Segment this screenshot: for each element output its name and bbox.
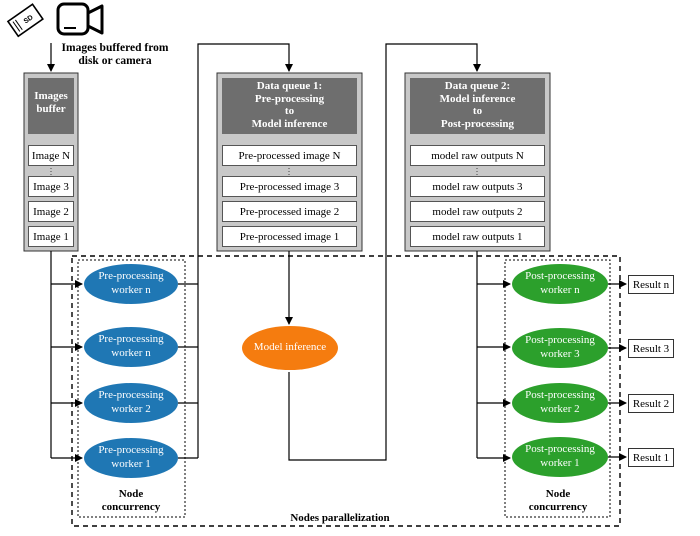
queue2-title-line: to bbox=[472, 105, 483, 118]
queue1-title-line: Model inference bbox=[251, 117, 328, 130]
queue2-slot: model raw outputs 3 bbox=[410, 176, 545, 197]
queue1-slot: Pre-processed image 2 bbox=[222, 201, 357, 222]
queue1-slot: Pre-processed image N bbox=[222, 145, 357, 166]
nodes-parallelization-box bbox=[71, 255, 621, 527]
worker-label: Post-processing bbox=[525, 334, 595, 347]
worker-label: worker 2 bbox=[111, 403, 151, 415]
result-box: Result 3 bbox=[628, 339, 674, 358]
worker-label: worker 3 bbox=[540, 348, 580, 360]
queue1-slot: Pre-processed image 1 bbox=[222, 226, 357, 247]
queue1-title-line: Data queue 1: bbox=[256, 80, 323, 92]
result-box: Result 2 bbox=[628, 394, 674, 413]
queue2-title-line: Model inference bbox=[439, 92, 516, 105]
images-buffer-slot: Image 1 bbox=[28, 226, 74, 247]
node-concurrency-label-right: Node concurrency bbox=[528, 488, 588, 513]
node-concurrency-label-left: Node concurrency bbox=[101, 488, 161, 513]
worker-label: worker 1 bbox=[111, 458, 151, 470]
worker-label: Post-processing bbox=[525, 270, 595, 283]
queue2-slot: model raw outputs 2 bbox=[410, 201, 545, 222]
result-box: Result 1 bbox=[628, 448, 674, 467]
queue2-title-line: Post-processing bbox=[440, 117, 515, 130]
queue2-header bbox=[410, 78, 545, 134]
images-buffer-slot: Image 2 bbox=[28, 201, 74, 222]
worker-label: Pre-processing bbox=[98, 333, 164, 346]
worker-label: worker n bbox=[111, 284, 151, 296]
model-inference-label: Model inference bbox=[253, 341, 327, 354]
images-buffer-slot: Image 3 bbox=[28, 176, 74, 197]
worker-label: worker n bbox=[540, 284, 580, 296]
queue2-slot: model raw outputs 1 bbox=[410, 226, 545, 247]
model-inference-node: Model inference bbox=[242, 326, 338, 370]
queue1-header bbox=[222, 78, 357, 134]
queue1-title-line: to bbox=[284, 105, 295, 118]
worker-label: Post-processing bbox=[525, 389, 595, 402]
worker-label: Pre-processing bbox=[98, 270, 164, 283]
queue2-slot: model raw outputs N bbox=[410, 145, 545, 166]
source-caption: Images buffered from disk or camera bbox=[61, 42, 169, 68]
sd-card-label: SD bbox=[23, 14, 35, 25]
queue1-title: Data queue 1: Pre-processing to Model in… bbox=[222, 80, 357, 131]
nodes-parallelization-label: Nodes parallelization bbox=[290, 512, 390, 524]
worker-label: Pre-processing bbox=[98, 389, 164, 402]
images-buffer-slot: Image N bbox=[28, 145, 74, 166]
worker-label: Pre-processing bbox=[98, 444, 164, 457]
sd-card-icon: SD bbox=[6, 3, 44, 38]
worker-label: worker 2 bbox=[540, 403, 580, 415]
node-concurrency-box-right bbox=[504, 259, 611, 518]
images-buffer-title: Images buffer bbox=[34, 90, 68, 115]
result-box: Result n bbox=[628, 275, 674, 294]
queue2-title-line: Data queue 2: bbox=[444, 80, 511, 92]
video-camera-icon bbox=[56, 2, 104, 36]
worker-label: worker n bbox=[111, 347, 151, 359]
queue1-title-line: Pre-processing bbox=[254, 92, 325, 105]
worker-label: worker 1 bbox=[540, 457, 580, 469]
node-concurrency-box-left bbox=[77, 259, 186, 518]
worker-label: Post-processing bbox=[525, 443, 595, 456]
queue2-title: Data queue 2: Model inference to Post-pr… bbox=[410, 80, 545, 131]
queue1-slot: Pre-processed image 3 bbox=[222, 176, 357, 197]
images-buffer-header bbox=[28, 78, 74, 134]
